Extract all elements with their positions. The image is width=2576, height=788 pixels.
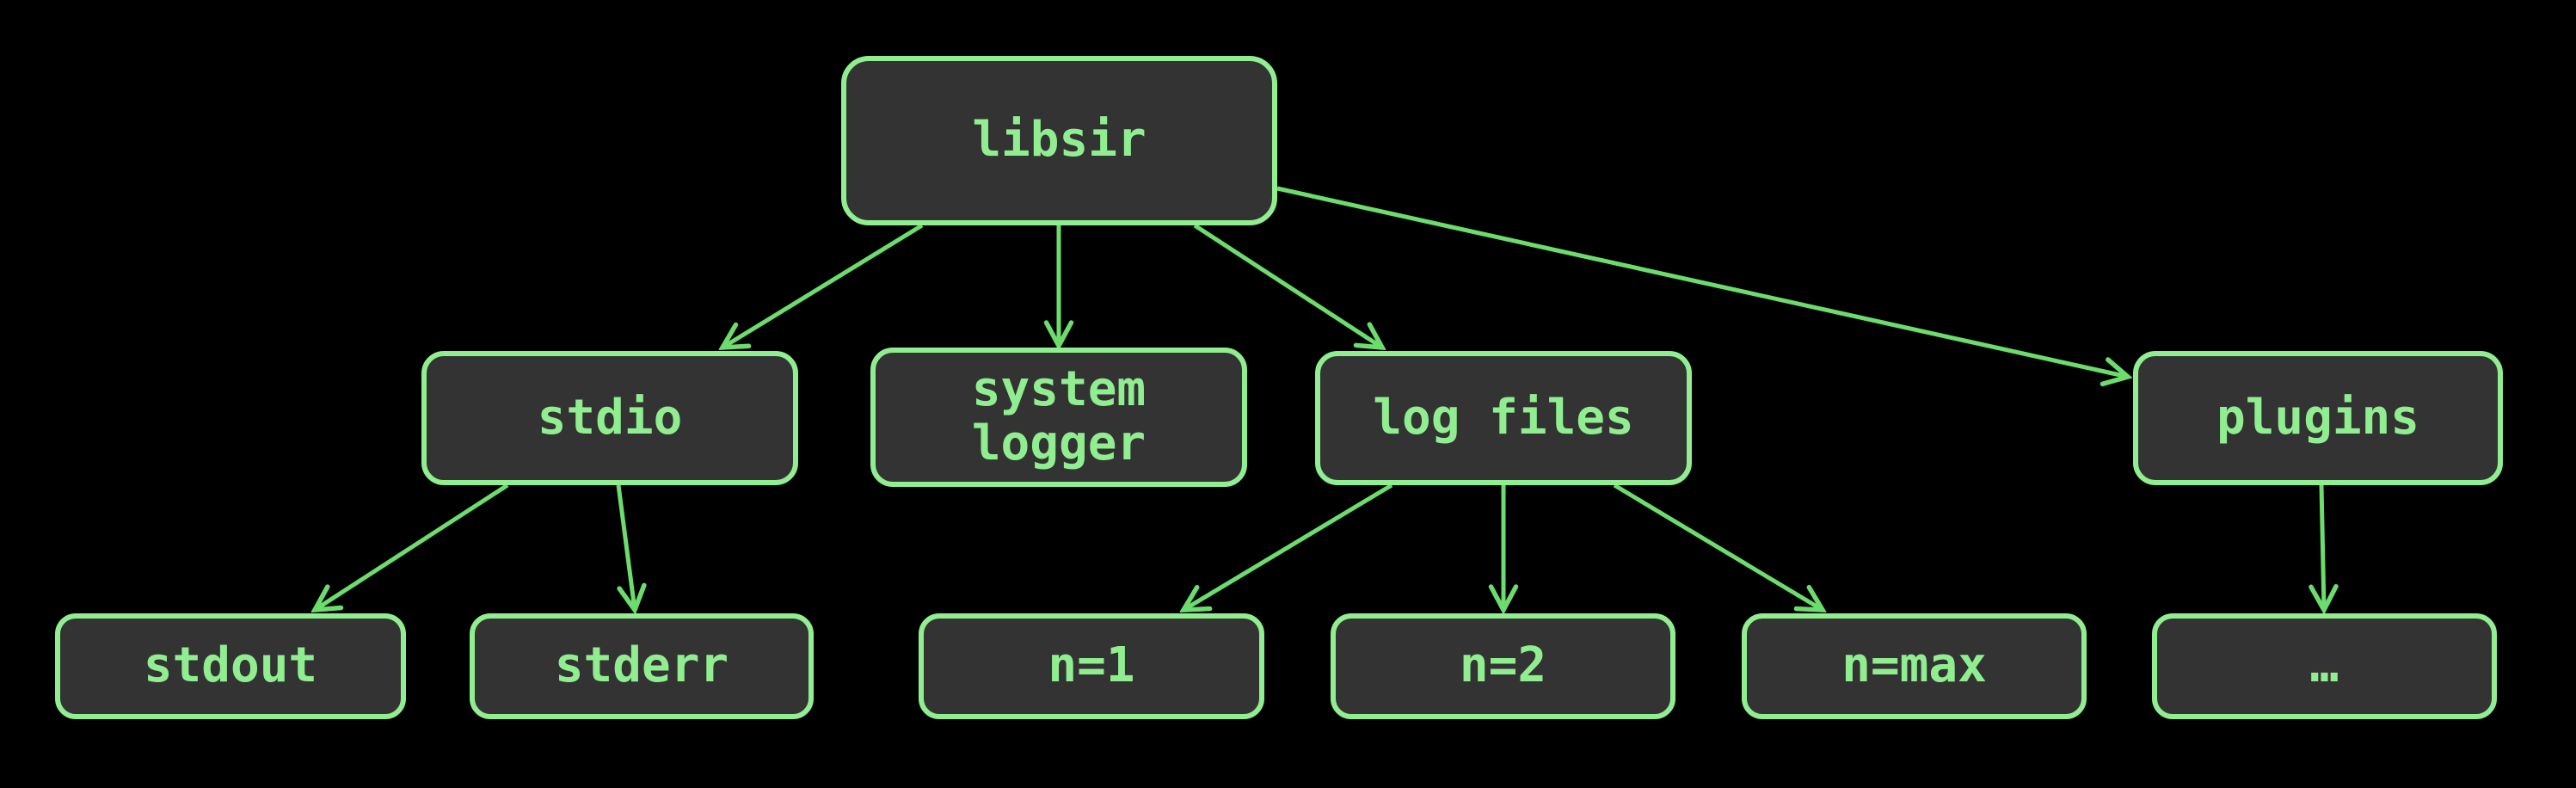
node-label: stderr [554,637,729,694]
node-stderr: stderr [470,613,814,719]
node-libsir: libsir [841,56,1277,225]
node-n1: n=1 [919,613,1264,719]
edge-libsir-to-stdio [722,223,924,348]
edge-stdio-to-stderr [616,484,635,610]
node-label: stdio [537,389,683,446]
edge-log-files-to-nmax [1613,483,1823,610]
node-label: stdout [143,637,318,694]
node-label: plugins [2216,389,2419,446]
edge-libsir-to-plugins [1276,186,2128,377]
node-stdout: stdout [55,613,406,719]
edge-libsir-to-log-files [1193,223,1382,348]
node-plugins: plugins [2133,351,2503,485]
node-n2: n=2 [1331,613,1675,719]
edge-plugins-to-more [2321,484,2324,610]
node-stdio: stdio [421,351,798,485]
node-log-files: log files [1315,351,1692,485]
edge-log-files-to-n1 [1183,483,1393,610]
node-label: n=1 [1048,637,1135,694]
node-label: n=2 [1459,637,1547,694]
node-label: … [2309,637,2339,694]
node-more: … [2152,613,2497,719]
node-system-logger: system logger [870,348,1247,487]
node-label: log files [1373,389,1634,446]
node-nmax: n=max [1742,613,2087,719]
edge-stdio-to-stdout [315,483,509,610]
node-label-line2: logger [971,416,1147,471]
node-label: libsir [972,112,1147,169]
node-label-line1: system [971,361,1147,418]
node-label: n=max [1841,637,1987,694]
